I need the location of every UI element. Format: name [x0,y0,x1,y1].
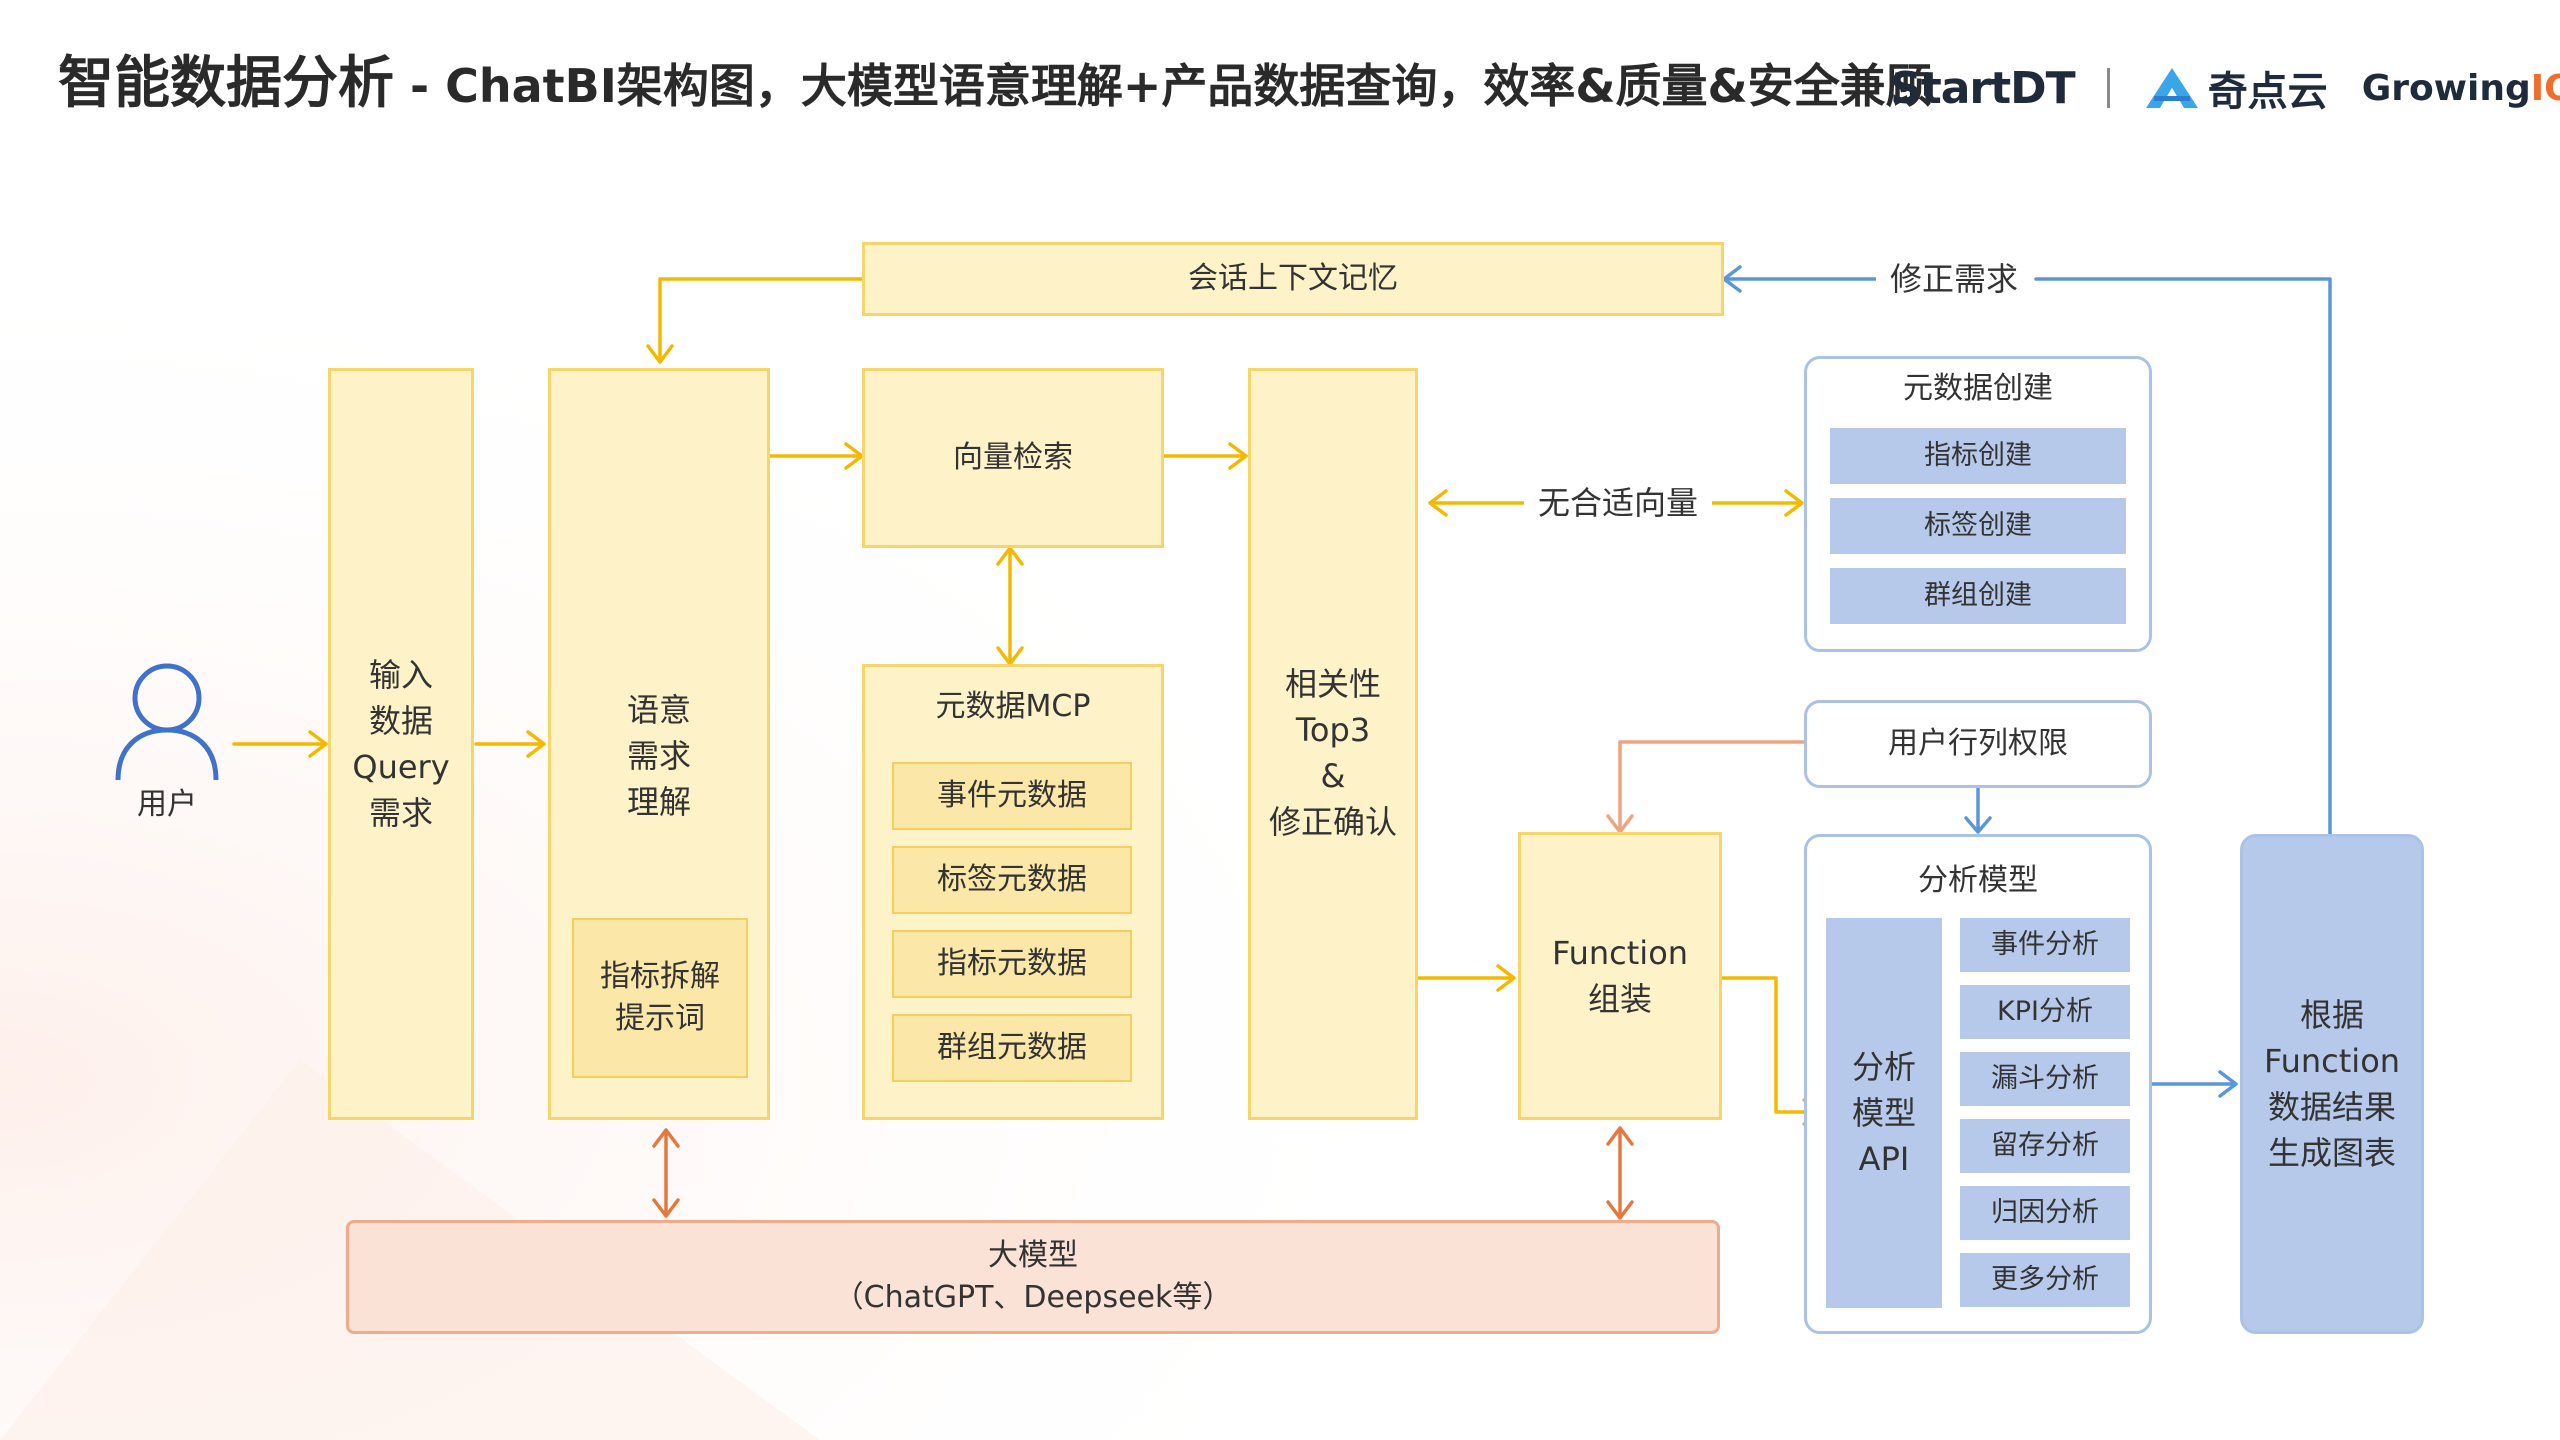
analysis-funnel: 漏斗分析 [1960,1052,2130,1106]
llm-label: 大模型 [988,1238,1078,1273]
input-box: 输入 数据 Query 需求 [328,368,474,1120]
no-vector-label: 无合适向量 [1524,481,1713,525]
user-label: 用户 [137,787,197,822]
metadata-group-label: 群组元数据 [937,1030,1087,1065]
title-main: 智能数据分析 [58,51,394,116]
relevance-label: 相关性 Top3 & 修正确认 [1268,665,1397,841]
arrow-no-vector-right [1706,489,1804,517]
vector-search-label: 向量检索 [953,440,1073,475]
user-permission-box: 用户行列权限 [1804,700,2152,788]
qidianyun-mark-icon [2145,68,2198,108]
analysis-attribution-label: 归因分析 [1991,1197,2099,1228]
relevance-box: 相关性 Top3 & 修正确认 [1248,368,1418,1120]
qidianyun-logo: 奇点云 [2144,59,2328,117]
growingio-logo: GrowingIO [2362,68,2560,109]
arrow-input-to-semantic [474,730,546,758]
arrow-function-llm [1606,1126,1634,1220]
metadata-event: 事件元数据 [892,762,1132,830]
arrow-fix-request-line-right [2034,277,2332,836]
chart-gen-label: 根据 Function 数据结果 生成图表 [2263,996,2401,1172]
create-metric-label: 指标创建 [1924,440,2032,471]
metadata-group: 群组元数据 [892,1014,1132,1082]
arrow-no-vector-left [1428,489,1534,517]
user-permission-label: 用户行列权限 [1888,726,2068,761]
create-tag-label: 标签创建 [1924,510,2032,541]
input-label: 输入 数据 Query 需求 [352,656,450,832]
analysis-model-api-label: 分析 模型 API [1851,1048,1916,1178]
metadata-create-title: 元数据创建 [1903,371,2053,406]
analysis-retention-label: 留存分析 [1991,1130,2099,1161]
title-subtitle: ChatBI架构图，大模型语意理解+产品数据查询，效率&质量&安全兼顾 [445,59,1932,113]
growingio-io-text: IO [2530,67,2560,109]
session-memory-box: 会话上下文记忆 [862,242,1724,316]
metadata-metric-label: 指标元数据 [937,946,1087,981]
metadata-mcp-title: 元数据MCP [935,689,1091,724]
session-memory-label: 会话上下文记忆 [1188,261,1398,296]
analysis-funnel-label: 漏斗分析 [1991,1063,2099,1094]
analysis-kpi: KPI分析 [1960,985,2130,1039]
create-group: 群组创建 [1830,568,2126,624]
logo-divider [2106,68,2110,108]
vector-search-box: 向量检索 [862,368,1164,548]
arrow-user-to-input [232,730,328,758]
analysis-more-label: 更多分析 [1991,1264,2099,1295]
arrow-memory-to-semantic [646,277,864,364]
arrow-model-to-chart [2148,1070,2238,1098]
analysis-retention: 留存分析 [1960,1119,2130,1173]
metadata-metric: 指标元数据 [892,930,1132,998]
analysis-kpi-label: KPI分析 [1997,996,2093,1027]
metric-prompt-box: 指标拆解 提示词 [572,918,748,1078]
startdt-logo: StartDT [1890,62,2076,114]
metadata-event-label: 事件元数据 [937,778,1087,813]
function-assembly-label: Function 组装 [1551,934,1689,1018]
arrow-semantic-llm [652,1128,680,1218]
arrow-relevance-to-function [1414,964,1516,992]
create-metric: 指标创建 [1830,428,2126,484]
arrow-permission-to-model [1964,786,1992,834]
brand-logos: StartDT 奇点云 GrowingIO [1890,58,2560,118]
qidianyun-text: 奇点云 [2207,69,2328,115]
function-assembly-box: Function 组装 [1518,832,1722,1120]
arrow-vector-to-relevance [1160,442,1248,470]
metric-prompt-label: 指标拆解 提示词 [600,959,720,1036]
analysis-model-title: 分析模型 [1918,863,2038,898]
llm-examples: （ChatGPT、Deepseek等） [833,1280,1233,1315]
user-icon [115,663,219,780]
analysis-event-label: 事件分析 [1991,929,2099,960]
arrow-semantic-to-vector [764,442,864,470]
fix-request-label: 修正需求 [1876,257,2033,301]
growingio-text: Growing [2361,67,2531,109]
analysis-model-api: 分析 模型 API [1826,918,1942,1308]
analysis-event: 事件分析 [1960,918,2130,972]
analysis-attribution: 归因分析 [1960,1186,2130,1240]
title-separator: - [394,59,446,113]
llm-box: 大模型 （ChatGPT、Deepseek等） [346,1220,1720,1334]
create-group-label: 群组创建 [1924,580,2032,611]
metadata-tag-label: 标签元数据 [937,862,1087,897]
arrow-permission-to-function [1606,740,1806,834]
metadata-tag: 标签元数据 [892,846,1132,914]
page-title: 智能数据分析 - ChatBI架构图，大模型语意理解+产品数据查询，效率&质量&… [58,44,1932,126]
analysis-more: 更多分析 [1960,1253,2130,1307]
create-tag: 标签创建 [1830,498,2126,554]
arrow-vector-mcp [996,546,1024,666]
semantic-label: 语意 需求 理解 [626,691,691,821]
chart-gen-box: 根据 Function 数据结果 生成图表 [2240,834,2424,1334]
user-node: 用户 [112,660,222,830]
arrow-fix-request-line-left [1722,265,1890,293]
